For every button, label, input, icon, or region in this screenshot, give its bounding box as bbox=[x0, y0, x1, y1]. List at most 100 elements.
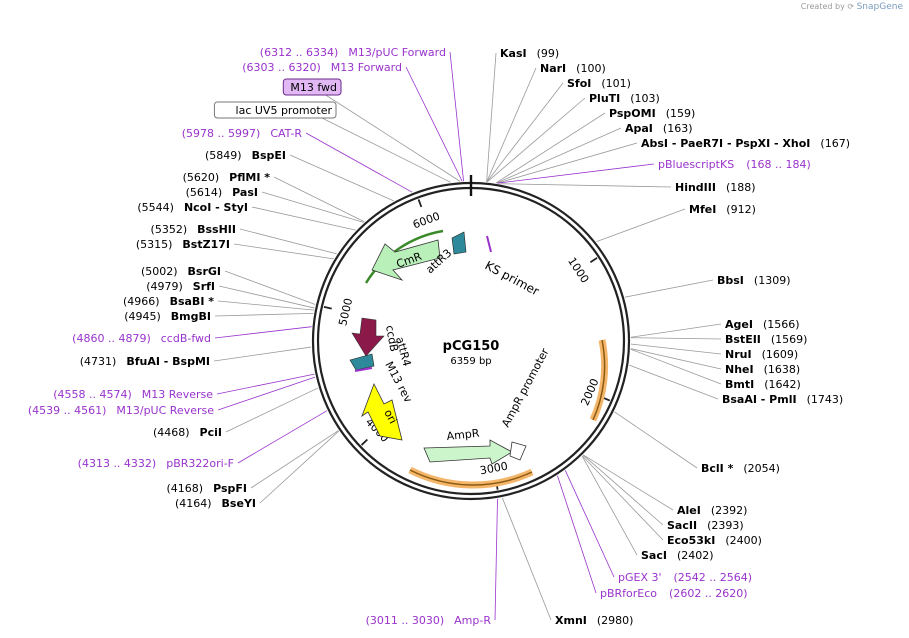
enzyme-label: (4979)SrfI bbox=[146, 280, 215, 293]
leader-line bbox=[496, 127, 622, 184]
ampr-arrow bbox=[423, 439, 513, 465]
leader-line bbox=[216, 373, 315, 395]
tick-label: 6000 bbox=[411, 210, 442, 232]
primer-label: (6312 .. 6334)M13/pUC Forward bbox=[260, 46, 446, 59]
tick-mark bbox=[589, 257, 598, 264]
leader-line bbox=[237, 410, 328, 464]
enzyme-label: AleI(2392) bbox=[677, 504, 747, 517]
leader-line bbox=[214, 312, 314, 317]
leader-line bbox=[494, 498, 498, 621]
enzyme-label: NruI(1609) bbox=[725, 348, 798, 361]
feature-box-label: lac UV5 promoter bbox=[236, 104, 333, 117]
leader-line bbox=[630, 323, 722, 338]
primer-label: (5978 .. 5997)CAT-R bbox=[182, 127, 303, 140]
enzyme-label: (5620)PflMI * bbox=[183, 171, 271, 184]
snapgene-logo-icon: ⟳ bbox=[847, 2, 855, 11]
leader-line bbox=[405, 66, 463, 182]
leader-line bbox=[449, 51, 464, 182]
primer-label: (4860 .. 4879)ccdB-fwd bbox=[72, 332, 211, 345]
ccdb-arrow bbox=[351, 317, 385, 357]
leader-line bbox=[495, 112, 606, 184]
leader-line bbox=[630, 343, 722, 355]
enzyme-label: MfeI(912) bbox=[689, 203, 756, 216]
credit-brand: SnapGene bbox=[856, 2, 903, 12]
orange-arc-bottom-inner bbox=[409, 469, 533, 486]
primer-label: (6303 .. 6320)M13 Forward bbox=[242, 61, 402, 74]
leader-line bbox=[217, 300, 315, 311]
primer-label: (3011 .. 3030)Amp-R bbox=[366, 614, 492, 627]
enzyme-label: (5544)NcoI - StyI bbox=[137, 201, 248, 214]
leader-line bbox=[630, 348, 722, 385]
leader-line bbox=[289, 154, 394, 202]
leader-line bbox=[486, 67, 537, 182]
primer-label: pBluescriptKS(168 .. 184) bbox=[658, 158, 811, 171]
enzyme-label: (4164)BseYI bbox=[175, 497, 256, 510]
cmr-arc bbox=[364, 229, 444, 284]
leader-line bbox=[497, 163, 655, 184]
feature-box bbox=[213, 101, 337, 119]
leader-line bbox=[239, 228, 337, 255]
enzyme-label: NarI(100) bbox=[540, 62, 606, 75]
leader-line bbox=[582, 454, 664, 526]
ampr-label: AmpR bbox=[446, 427, 480, 443]
feature-box bbox=[282, 78, 342, 96]
tick-label: 5000 bbox=[336, 297, 355, 327]
ori-arc-inner bbox=[592, 339, 606, 421]
leader-line bbox=[217, 376, 316, 411]
enzyme-label: KasI(99) bbox=[500, 47, 559, 60]
plasmid-length: 6359 bp bbox=[450, 356, 491, 367]
leader-line bbox=[214, 326, 312, 339]
leader-line bbox=[224, 270, 316, 305]
leader-line bbox=[213, 346, 312, 362]
leader-line bbox=[630, 337, 722, 340]
enzyme-label: BstEII(1569) bbox=[725, 333, 807, 346]
leader-line bbox=[225, 387, 319, 433]
attr4-arrow bbox=[349, 353, 375, 371]
enzyme-label: (4731)BfuAI - BspMI bbox=[80, 355, 210, 368]
enzyme-label: PluTI(103) bbox=[589, 92, 660, 105]
leader-line bbox=[218, 285, 315, 309]
leader-line bbox=[305, 132, 413, 193]
enzyme-label: SacI(2402) bbox=[641, 549, 714, 562]
ks-primer-mark bbox=[486, 235, 492, 253]
enzyme-label: BsaAI - PmlI(1743) bbox=[722, 393, 843, 406]
enzyme-label: (4168)PspFI bbox=[167, 482, 247, 495]
enzyme-label: NheI(1638) bbox=[725, 363, 800, 376]
enzyme-label: XmnI(2980) bbox=[555, 614, 633, 627]
leader-line bbox=[315, 114, 451, 183]
enzyme-label: Eco53kI(2400) bbox=[667, 534, 762, 547]
enzyme-label: AgeI(1566) bbox=[725, 318, 800, 331]
attr3-arrow bbox=[451, 231, 467, 255]
enzyme-label: BclI *(2054) bbox=[701, 462, 780, 475]
enzyme-label: PspOMI(159) bbox=[609, 107, 695, 120]
enzyme-label: SacII(2393) bbox=[667, 519, 744, 532]
tick-mark bbox=[417, 199, 423, 208]
site-labels: KasI(99) NarI(100) SfoI(101) PluTI(103) PspO… bbox=[28, 46, 850, 627]
leader-line bbox=[596, 208, 686, 243]
tick-mark bbox=[360, 438, 368, 446]
leader-line bbox=[557, 475, 597, 594]
leader-lines bbox=[213, 51, 722, 621]
leader-line bbox=[233, 243, 334, 260]
leader-line bbox=[486, 82, 564, 183]
leader-line bbox=[630, 348, 722, 370]
leader-line bbox=[251, 206, 356, 231]
primer-label: pBRforEco(2602 .. 2620) bbox=[600, 587, 748, 600]
snapgene-credit: Created by ⟳ SnapGene bbox=[801, 2, 903, 12]
leader-line bbox=[501, 497, 552, 621]
primer-label: (4313 .. 4332)pBR322ori-F bbox=[78, 457, 234, 470]
leader-line bbox=[273, 176, 365, 223]
enzyme-label: AbsI - PaeR7I - PspXI - XhoI(167) bbox=[641, 137, 850, 150]
leader-line bbox=[250, 430, 339, 489]
leader-line bbox=[614, 411, 698, 469]
enzyme-label: SfoI(101) bbox=[567, 77, 631, 90]
leader-line bbox=[583, 454, 674, 511]
leader-line bbox=[320, 91, 461, 182]
enzyme-label: (5352)BssHII bbox=[151, 223, 236, 236]
enzyme-label: (5315)BstZ17I bbox=[136, 238, 230, 251]
plasmid-name: pCG150 bbox=[443, 339, 500, 354]
ks-primer-label: KS primer bbox=[483, 258, 542, 298]
leader-line bbox=[497, 142, 638, 184]
tick-label: 3000 bbox=[479, 460, 509, 478]
